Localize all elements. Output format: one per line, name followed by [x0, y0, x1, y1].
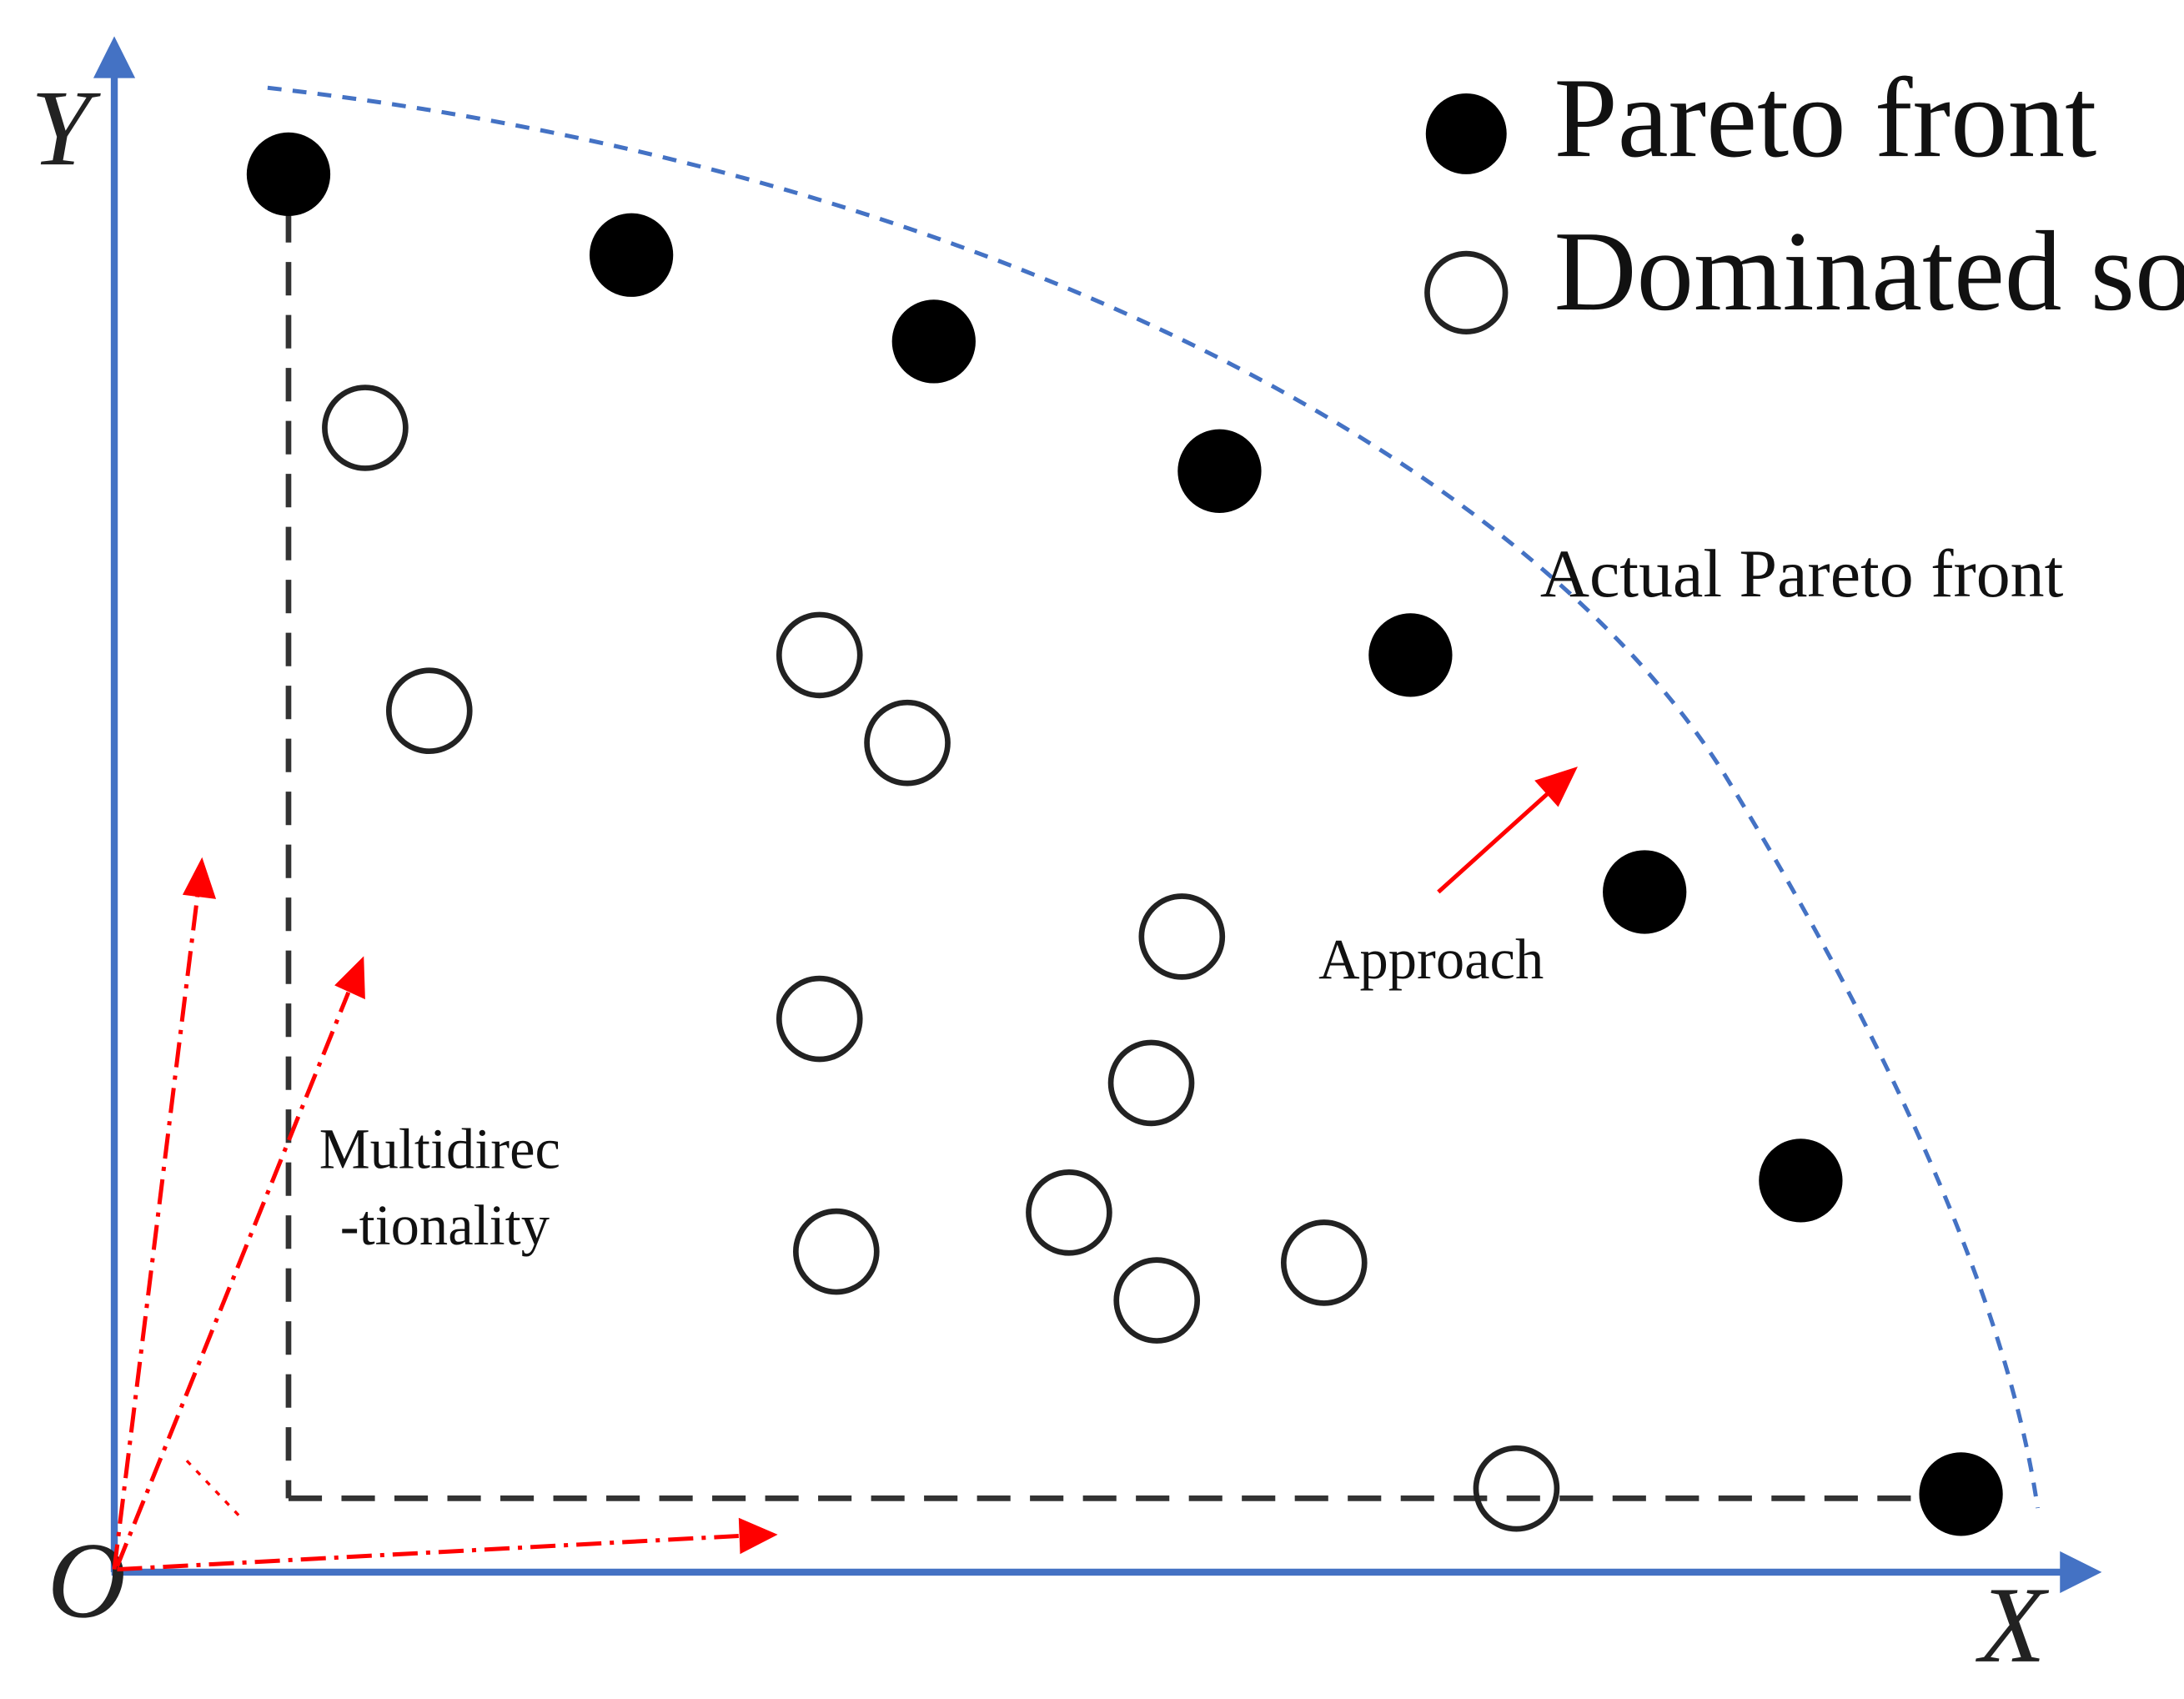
- actual-pareto-front-label: Actual Pareto front: [1540, 535, 2064, 611]
- approach-label: Approach: [1318, 927, 1544, 991]
- dominated-point-5: [1138, 893, 1226, 980]
- dominated-point-2: [385, 667, 473, 755]
- pareto-point-5: [1368, 613, 1453, 697]
- points-layer: [246, 132, 2003, 1536]
- dominated-point-8: [1026, 1169, 1112, 1256]
- legend-dominated-label: Dominated solution: [1554, 208, 2184, 334]
- origin-label: O: [48, 1521, 126, 1641]
- dominated-point-4: [864, 699, 951, 787]
- dominance-box: [285, 209, 1930, 1501]
- y-axis-arrowhead: [93, 36, 136, 78]
- multidirectionality-arrows: [112, 857, 778, 1572]
- pareto-point-6: [1603, 850, 1687, 934]
- dominated-point-7: [1107, 1039, 1195, 1127]
- dominated-point-12: [1473, 1445, 1560, 1532]
- dominated-point-3: [776, 611, 863, 699]
- dominated-point-6: [776, 975, 863, 1063]
- x-axis-label: X: [1975, 1566, 2049, 1686]
- direction-arrowhead-2: [334, 956, 365, 1000]
- multidirectionality-label-line2: -tionality: [340, 1194, 550, 1257]
- legend: Pareto front Dominated solution: [1424, 54, 2184, 335]
- approach-arrow-shaft: [1437, 790, 1552, 894]
- dominated-point-1: [322, 385, 409, 471]
- direction-arrow-1: [112, 892, 200, 1570]
- legend-pareto-marker: [1425, 93, 1507, 174]
- dominated-point-10: [1113, 1257, 1201, 1344]
- axes: Y X O: [31, 36, 2102, 1686]
- legend-dominated-marker: [1424, 250, 1509, 335]
- pareto-point-4: [1177, 429, 1262, 513]
- dominated-point-11: [1280, 1219, 1368, 1306]
- pareto-point-7: [1759, 1139, 1843, 1223]
- x-axis-arrowhead: [2060, 1551, 2102, 1594]
- approach-arrowhead: [1534, 767, 1578, 807]
- y-axis-label: Y: [31, 68, 102, 188]
- direction-arc-hint: [185, 1460, 241, 1518]
- pareto-point-3: [891, 299, 976, 384]
- multidirectionality-label-line1: Multidirec: [319, 1117, 560, 1180]
- direction-arrowhead-1: [182, 857, 217, 899]
- direction-arrow-2: [115, 991, 351, 1568]
- approach-arrow: [1437, 767, 1578, 894]
- actual-pareto-front-curve: [267, 85, 2040, 1509]
- pareto-point-8: [1919, 1452, 2003, 1536]
- pareto-point-2: [589, 213, 674, 297]
- pareto-point-1: [246, 132, 331, 217]
- dominated-point-9: [792, 1208, 880, 1295]
- legend-pareto-label: Pareto front: [1554, 54, 2097, 181]
- direction-arrow-3: [117, 1533, 739, 1572]
- direction-arrowhead-3: [738, 1517, 778, 1555]
